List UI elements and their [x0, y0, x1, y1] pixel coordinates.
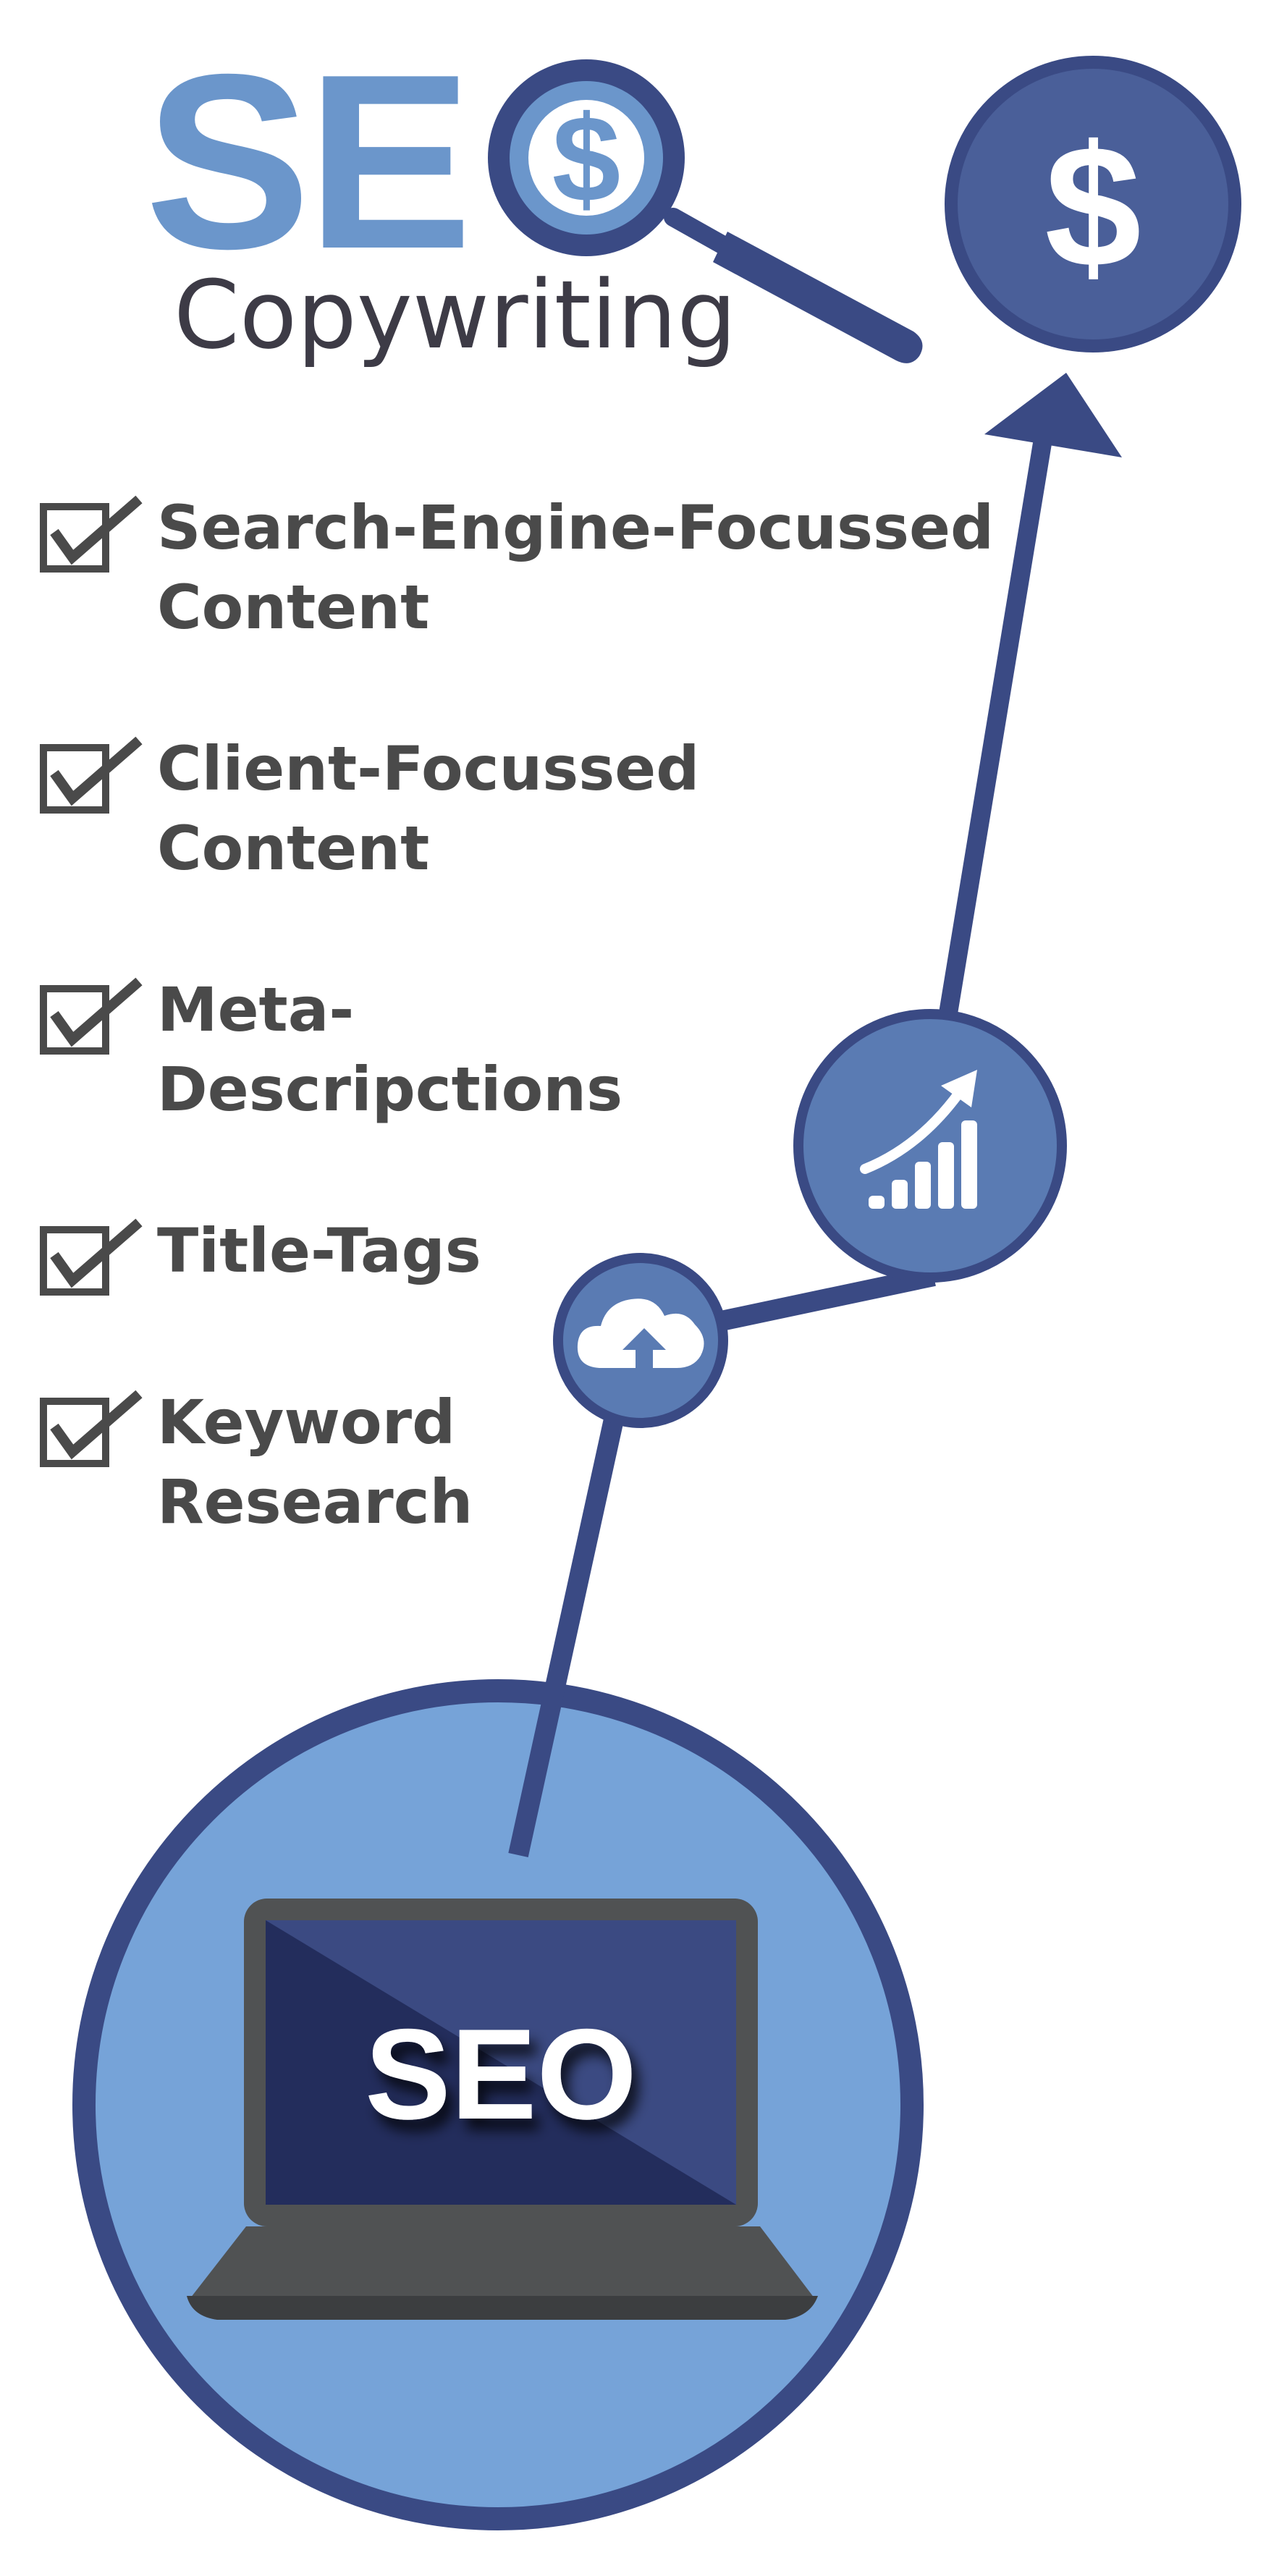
magnifier-dollar-icon: $: [552, 90, 621, 228]
cloud-upload-icon: [577, 1298, 704, 1368]
checklist-item-line: Client-Focussed: [157, 733, 699, 804]
goal-dollar-disc: [945, 56, 1241, 352]
path-segment-growth-goal: [939, 410, 1057, 1015]
checklist-item-line: Content: [157, 813, 429, 884]
dollar-icon: $: [1044, 109, 1141, 303]
checklist-item: Meta- Descripctions: [40, 974, 622, 1125]
checklist-item-line: Keyword: [157, 1387, 455, 1458]
magnifier-handle: [713, 232, 923, 363]
laptop-base-edge: [187, 2296, 818, 2320]
checklist-item: Search-Engine-Focussed Content: [40, 492, 994, 643]
growth-chart-icon: [860, 1070, 977, 1209]
checklist-item-line: Research: [157, 1466, 473, 1537]
title-subtitle: Copywriting: [174, 260, 737, 370]
checklist-item: Client-Focussed Content: [40, 733, 699, 884]
checklist-item-line: Descripctions: [157, 1054, 622, 1125]
laptop-base: [190, 2226, 814, 2298]
growth-node-disc: [793, 1009, 1067, 1283]
checklist-item-line: Meta-: [157, 974, 354, 1045]
title-seo-letters: SE: [145, 22, 468, 300]
magnifier: $: [488, 59, 923, 363]
checklist-item: Keyword Research: [40, 1387, 473, 1537]
laptop: SEO: [187, 1899, 818, 2320]
checkbox-checked-icon: [40, 1390, 143, 1467]
magnifier-coin: [528, 100, 644, 216]
growth-node: [793, 1009, 1067, 1283]
title: SE Copywriting: [145, 22, 737, 370]
checklist-item: Title-Tags: [40, 1215, 481, 1296]
checklist: Search-Engine-Focussed Content Client-Fo…: [40, 492, 994, 1537]
goal-dollar-circle: $: [945, 56, 1241, 352]
arrow-head: [984, 373, 1122, 457]
checkbox-checked-icon: [40, 977, 143, 1055]
checkbox-checked-icon: [40, 495, 143, 573]
laptop-screen-shade: [266, 1920, 736, 2205]
checklist-item-line: Title-Tags: [157, 1215, 481, 1286]
cloud-node: [553, 1253, 728, 1428]
checkbox-checked-icon: [40, 1218, 143, 1296]
laptop-screen-text: SEO: [365, 2002, 637, 2146]
checklist-item-line: Search-Engine-Focussed: [157, 492, 994, 563]
checkbox-checked-icon: [40, 736, 143, 814]
path-segment-laptop-cloud: [508, 1388, 630, 1857]
checklist-item-line: Content: [157, 572, 429, 643]
